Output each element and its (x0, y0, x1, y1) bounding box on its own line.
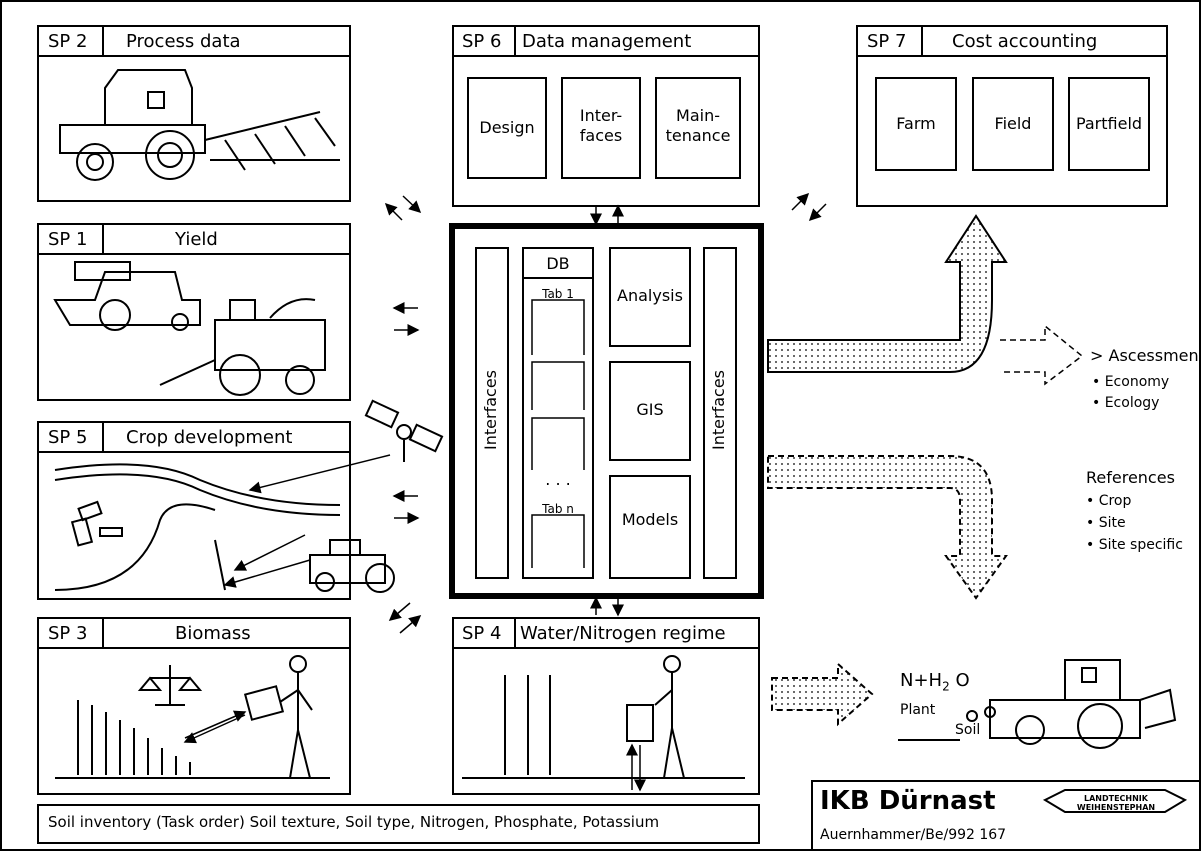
ikb-title: IKB Dürnast (820, 786, 996, 816)
landtechnik-line2: WEIHENSTEPHAN (1076, 802, 1156, 812)
assessment-arrow (1000, 324, 1084, 386)
db-label: DB (546, 254, 570, 273)
sp6-box (452, 25, 760, 207)
plant-label: Plant (900, 702, 936, 718)
assessment-item-1: • Ecology (1092, 395, 1160, 411)
sp5-box (37, 421, 351, 600)
sp5-title: Crop development (126, 427, 293, 448)
sp4-number: SP 4 (462, 623, 502, 644)
ikb-reference: Auernhammer/Be/992 167 (820, 827, 1007, 843)
ikb-box (811, 780, 1200, 850)
n-h2o-main: N+H (900, 670, 943, 691)
sp6-interfaces-line2: faces (579, 126, 623, 145)
sp7-number: SP 7 (867, 31, 907, 52)
soil-inventory-box (37, 804, 760, 844)
satellite-icon (364, 399, 444, 462)
side-arrows (384, 192, 827, 634)
sp1-box (37, 223, 351, 401)
references-item-0: • Crop (1086, 493, 1132, 509)
fertilizer-tractor-illustration (898, 659, 1177, 749)
sp2-title: Process data (126, 31, 241, 52)
n-h2o-subscript: 2 (942, 679, 950, 694)
tractor-plough-illustration (59, 69, 340, 181)
tab-1-label: Tab 1 (542, 287, 574, 301)
sp2-number: SP 2 (48, 31, 88, 52)
sp7-field: Field (994, 114, 1032, 133)
sp6-interfaces-line1: Inter- (579, 106, 623, 125)
references-title: References (1086, 468, 1175, 487)
sp3-number: SP 3 (48, 623, 88, 644)
sp6-maintenance-line1: Main- (676, 106, 720, 125)
water-nitrogen-illustration (462, 655, 745, 792)
assessment-title: > Ascessment (1090, 346, 1201, 365)
flow-arrow-bottom (771, 661, 874, 727)
crop-map-illustration (54, 454, 395, 593)
sp1-title: Yield (175, 229, 218, 250)
references-item-1: • Site (1086, 515, 1126, 531)
sp3-title: Biomass (175, 623, 251, 644)
sp3-box (37, 617, 351, 795)
interfaces-right-label: Interfaces (709, 370, 728, 450)
n-h2o-tail: O (949, 670, 970, 691)
references-item-2: • Site specific (1086, 537, 1183, 553)
analysis-label: Analysis (617, 286, 683, 305)
sp6-center-arrows (590, 204, 624, 617)
n-h2o-label: N+H2 O (900, 672, 970, 693)
sp7-title: Cost accounting (952, 31, 1098, 52)
landtechnik-line1: LANDTECHNIK (1084, 794, 1148, 803)
landtechnik-logo: LANDTECHNIK WEIHENSTEPHAN (1067, 794, 1165, 813)
soil-inventory-text: Soil inventory (Task order) Soil texture… (48, 813, 660, 831)
central-system-box (449, 223, 764, 599)
sp5-number: SP 5 (48, 427, 88, 448)
sp2-box (37, 25, 351, 202)
gis-label: GIS (636, 400, 664, 419)
sp6-design: Design (479, 118, 535, 137)
ellipsis-label: . . . (545, 470, 571, 489)
sp1-number: SP 1 (48, 229, 88, 250)
sp6-title: Data management (522, 31, 692, 52)
models-label: Models (621, 510, 679, 529)
interfaces-left-label: Interfaces (481, 370, 500, 450)
tab-n-label: Tab n (542, 502, 574, 516)
sp6-maintenance: Main- tenance (656, 106, 740, 146)
sp4-box (452, 617, 760, 795)
sp7-partfield: Partfield (1075, 114, 1143, 133)
sp7-box (856, 25, 1168, 207)
sp7-farm: Farm (896, 114, 936, 133)
sp6-number: SP 6 (462, 31, 502, 52)
assessment-item-0: • Economy (1092, 374, 1170, 390)
sp6-maintenance-line2: tenance (665, 126, 731, 145)
flow-arrow-upper (767, 214, 1008, 373)
flow-arrow-lower (767, 455, 1008, 600)
biomass-illustration (55, 655, 330, 779)
soil-label: Soil (955, 722, 981, 738)
harvester-illustration (53, 261, 326, 396)
sp4-title: Water/Nitrogen regime (520, 623, 726, 644)
sp6-interfaces: Inter- faces (562, 106, 640, 146)
